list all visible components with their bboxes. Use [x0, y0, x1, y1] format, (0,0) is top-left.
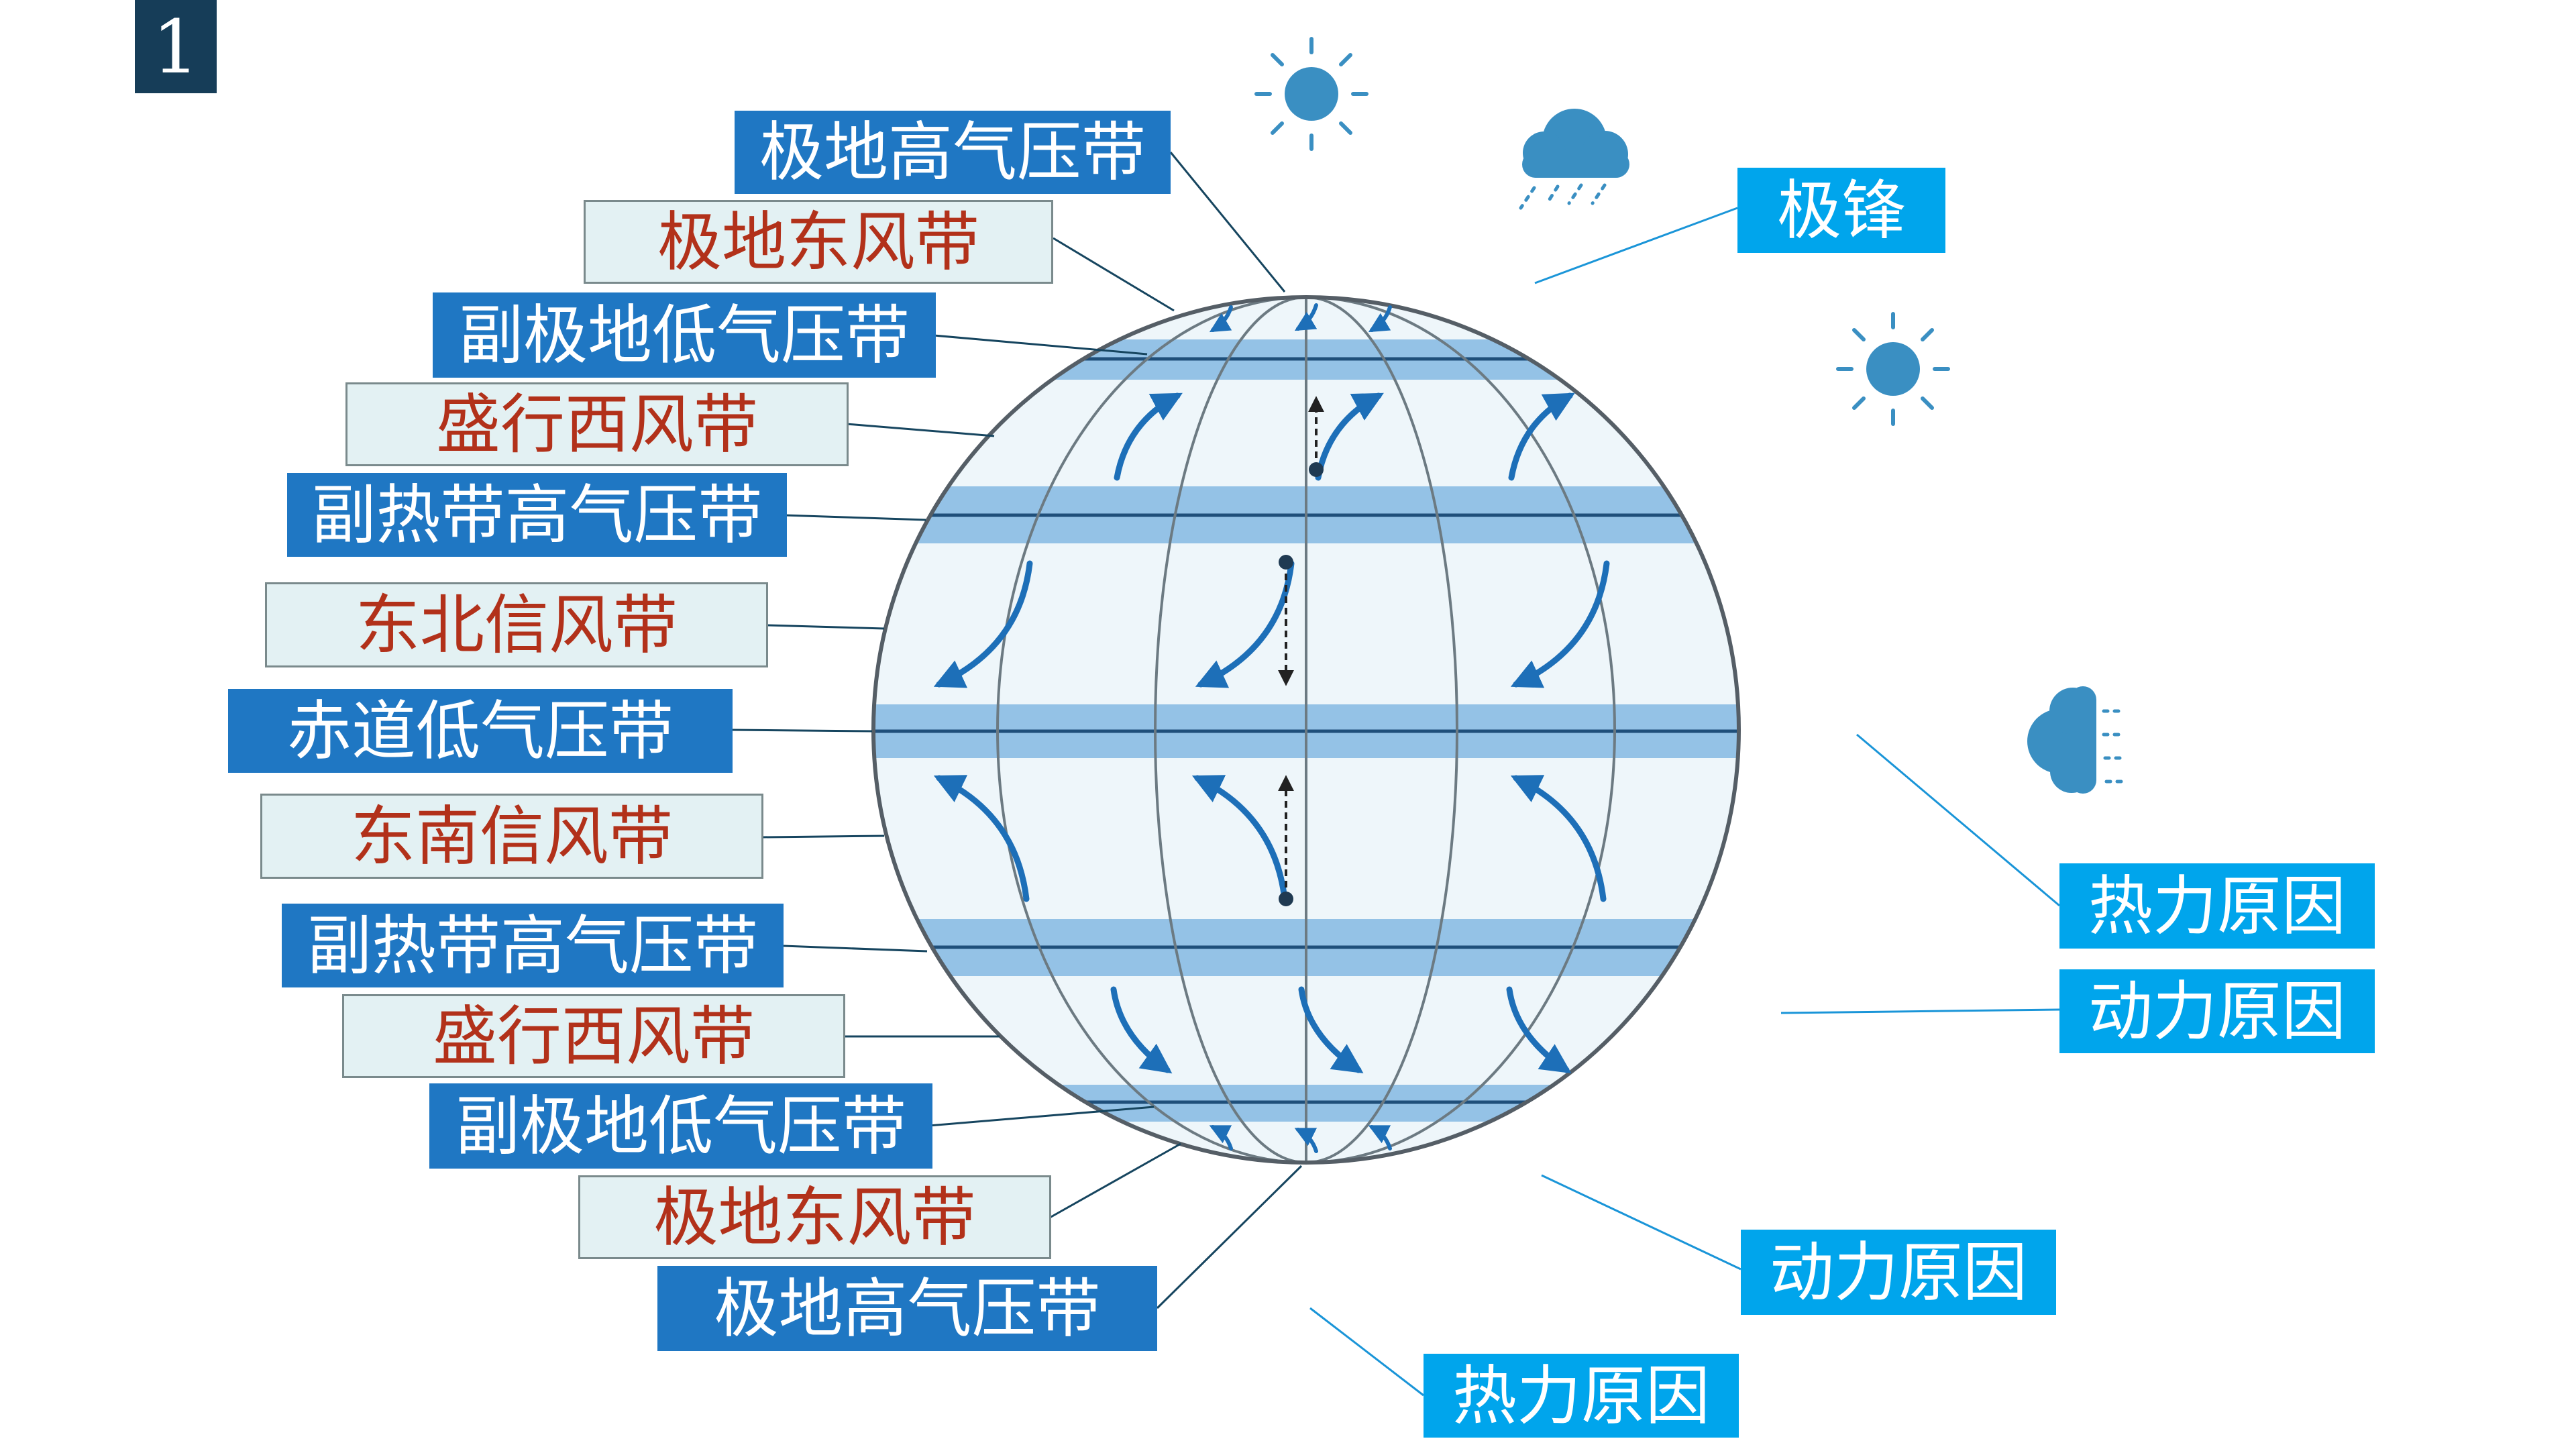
ne-trade-arrow [933, 560, 1033, 688]
label-equatorial-low: 赤道低气压带 [228, 689, 733, 773]
label-ne-trades: 东北信风带 [265, 582, 768, 667]
label-dynamic-cause-subpolar: 动力原因 [1741, 1230, 2056, 1315]
meridians [996, 297, 1616, 1163]
westerly-arrow [1114, 392, 1183, 481]
westerly-arrow [1110, 986, 1173, 1074]
right-leader-lines [1309, 207, 2060, 1397]
label-polar-easterlies-south: 极地东风带 [578, 1175, 1051, 1259]
rain-cloud-icon [2027, 686, 2129, 794]
label-subtropical-high-north: 副热带高气压带 [287, 473, 787, 557]
sun-icon [1836, 312, 1950, 426]
westerly-arrow [1298, 986, 1364, 1073]
se-trade-arrow [933, 775, 1030, 902]
label-thermal-cause-polar: 热力原因 [1424, 1354, 1739, 1438]
label-subpolar-low-south: 副极地低气压带 [429, 1083, 932, 1169]
label-polar-front: 极锋 [1737, 168, 1945, 253]
wind-arrows [933, 392, 1610, 1074]
label-westerlies-north: 盛行西风带 [345, 382, 849, 466]
label-subtropical-high-south: 副热带高气压带 [282, 904, 784, 987]
label-subpolar-low-north: 副极地低气压带 [433, 292, 936, 378]
label-polar-high-south: 极地高气压带 [657, 1266, 1157, 1351]
ne-trade-arrow [1195, 560, 1295, 688]
left-leader-lines [732, 152, 1303, 1309]
se-trade-arrow [1191, 775, 1288, 902]
label-polar-easterlies-north: 极地东风带 [584, 200, 1053, 284]
se-trade-arrow [1510, 775, 1607, 902]
label-westerlies-south: 盛行西风带 [342, 994, 845, 1078]
label-thermal-cause-equator: 热力原因 [2059, 863, 2375, 949]
ne-trade-arrow [1510, 560, 1610, 688]
westerly-arrow [1506, 986, 1572, 1073]
vertical-motion-dots [1279, 462, 1324, 906]
label-dynamic-cause-subtropical: 动力原因 [2059, 969, 2375, 1053]
rain-cloud-icon [1519, 109, 1629, 210]
label-se-trades: 东南信风带 [260, 794, 763, 879]
globe [871, 295, 1741, 1165]
label-polar-high-north: 极地高气压带 [735, 111, 1171, 194]
sun-icon [1254, 37, 1368, 151]
westerly-arrow [1508, 392, 1575, 481]
polar-easterly-arrows [1209, 303, 1392, 1153]
vertical-motion-arrows [1278, 396, 1324, 899]
slide-number-badge: 1 [135, 0, 217, 93]
